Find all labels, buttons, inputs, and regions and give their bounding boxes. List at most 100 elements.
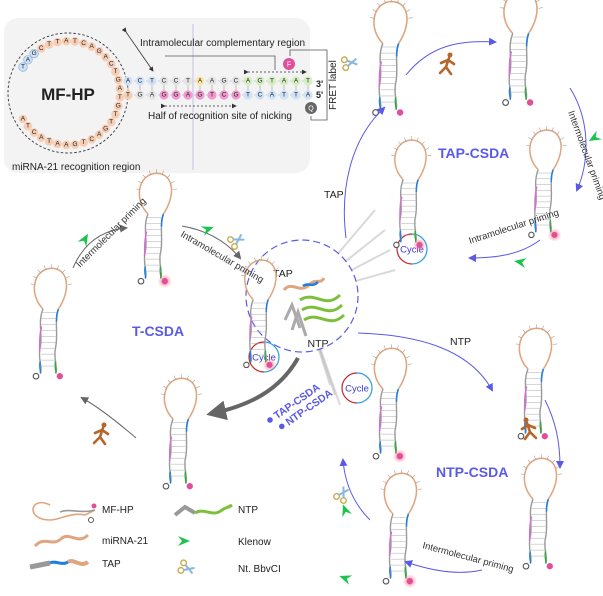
quencher-icon xyxy=(517,432,525,440)
complementary-link-arrow xyxy=(121,27,154,72)
top-strand-base: C xyxy=(171,76,181,86)
legend: MF-HP miRNA-21 TAP NTP Klenow Nt. BbvCI xyxy=(29,502,281,575)
fluorophore-icon xyxy=(416,241,423,248)
svg-text:A: A xyxy=(306,92,311,99)
legend-hairpin-icon xyxy=(32,502,97,523)
svg-text:C: C xyxy=(138,78,143,85)
ntp-csda-title: NTP-CSDA xyxy=(436,464,508,480)
top-strand-base: A xyxy=(123,76,133,86)
t-csda-title: T-CSDA xyxy=(132,323,184,339)
three-prime-label: 3' xyxy=(316,79,323,89)
loop-base-letter: A xyxy=(64,141,69,148)
quencher-icon xyxy=(162,482,170,490)
tap-step2-text: Intramolecular priming xyxy=(468,207,561,247)
legend-label-ntp: NTP xyxy=(238,505,258,516)
top-strand-base: G xyxy=(255,76,265,86)
svg-text:A: A xyxy=(294,78,299,85)
loop-base-letter: T xyxy=(21,64,25,71)
svg-text:A: A xyxy=(282,78,287,85)
hairpin-probe xyxy=(520,454,563,570)
hairpin-probe xyxy=(370,344,413,464)
cycle-label: Cycle xyxy=(345,384,369,395)
loop-base: C xyxy=(106,59,116,69)
loop-base-letter: A xyxy=(21,116,26,123)
quencher-icon xyxy=(393,241,400,249)
inset-title: MF-HP xyxy=(41,85,95,104)
loop-base-letter: G xyxy=(116,76,121,83)
top-strand-base: T xyxy=(303,76,313,86)
loop-base: T xyxy=(23,121,33,131)
t-main-arrow xyxy=(206,357,300,421)
top-strand-base: T xyxy=(267,76,277,86)
hairpin-probe xyxy=(370,0,413,116)
ntp-arrow-4 xyxy=(339,458,371,521)
svg-text:A: A xyxy=(186,92,191,99)
top-strand-base: A xyxy=(291,76,301,86)
hairpin-probe xyxy=(380,469,423,589)
fluorophore-letter: F xyxy=(287,62,291,69)
tap-trigger-arrow xyxy=(343,106,386,239)
five-prime-label: 5' xyxy=(316,90,323,100)
hub-tap-label: TAP xyxy=(273,268,293,280)
loop-base-letter: A xyxy=(90,43,95,50)
loop-base: A xyxy=(115,84,125,93)
quencher-icon xyxy=(372,452,380,460)
legend-label-klenow: Klenow xyxy=(238,537,272,548)
klenow-icon xyxy=(200,226,214,236)
klenow-icon xyxy=(514,258,527,268)
t-step2-text: Intramolecular priming xyxy=(179,229,266,286)
bottom-strand-base: G xyxy=(231,90,241,100)
hub-circle xyxy=(245,239,359,353)
loop-base-letter: A xyxy=(39,134,44,141)
loop-base-letter: T xyxy=(113,68,117,75)
loop-base: C xyxy=(36,44,46,53)
loop-base-letter: C xyxy=(32,129,37,136)
svg-text:G: G xyxy=(197,92,202,99)
fluorophore-icon xyxy=(551,231,558,238)
loop-base: G xyxy=(114,75,123,85)
loop-base-letter: T xyxy=(26,123,30,130)
loop-base: A xyxy=(61,36,71,46)
loop-base: C xyxy=(29,128,39,137)
svg-text:A: A xyxy=(198,78,203,85)
svg-text:A: A xyxy=(246,78,251,85)
legend-label-mirna: miRNA-21 xyxy=(102,536,149,547)
loop-base-letter: T xyxy=(82,139,86,146)
loop-base-letter: T xyxy=(73,38,77,45)
quencher-icon xyxy=(528,231,535,239)
top-strand-base: A xyxy=(207,76,217,86)
legend-label-tap: TAP xyxy=(102,559,121,570)
loop-base-letter: G xyxy=(116,103,121,110)
top-strand-base: A xyxy=(195,76,205,86)
svg-text:C: C xyxy=(222,92,227,99)
klenow-icon xyxy=(342,504,352,518)
complementary-bracket xyxy=(165,55,276,70)
bottom-strand-base: A xyxy=(183,90,193,100)
klenow-icon xyxy=(77,233,88,247)
fluorophore-icon xyxy=(406,578,413,585)
complementary-region-label: Intramolecular complementary region xyxy=(140,38,305,49)
enzyme-decorations xyxy=(77,52,602,585)
fluorophore-icon xyxy=(396,109,404,116)
runner-icon xyxy=(520,417,538,441)
quencher-icon xyxy=(137,277,145,285)
top-strand-base: A xyxy=(279,76,289,86)
svg-text:G: G xyxy=(233,92,238,99)
tap-csda-title: TAP-CSDA xyxy=(438,145,509,161)
nicking-site-label: Half of recognition site of nicking xyxy=(148,111,292,122)
scissors-icon xyxy=(340,56,358,72)
quencher-icon xyxy=(32,372,40,380)
loop-base: T xyxy=(44,137,54,146)
loop-base: A xyxy=(23,55,33,65)
loop-base-letter: C xyxy=(39,45,44,52)
svg-text:A: A xyxy=(270,92,275,99)
loop-region-label: miRNA-21 recognition region xyxy=(12,162,140,173)
legend-icons xyxy=(29,502,233,575)
legend-klenow-icon xyxy=(178,536,190,546)
hub-ntp-label: NTP xyxy=(308,338,329,350)
fluorophore-icon xyxy=(546,563,553,570)
fret-label: FRET label xyxy=(328,60,339,110)
